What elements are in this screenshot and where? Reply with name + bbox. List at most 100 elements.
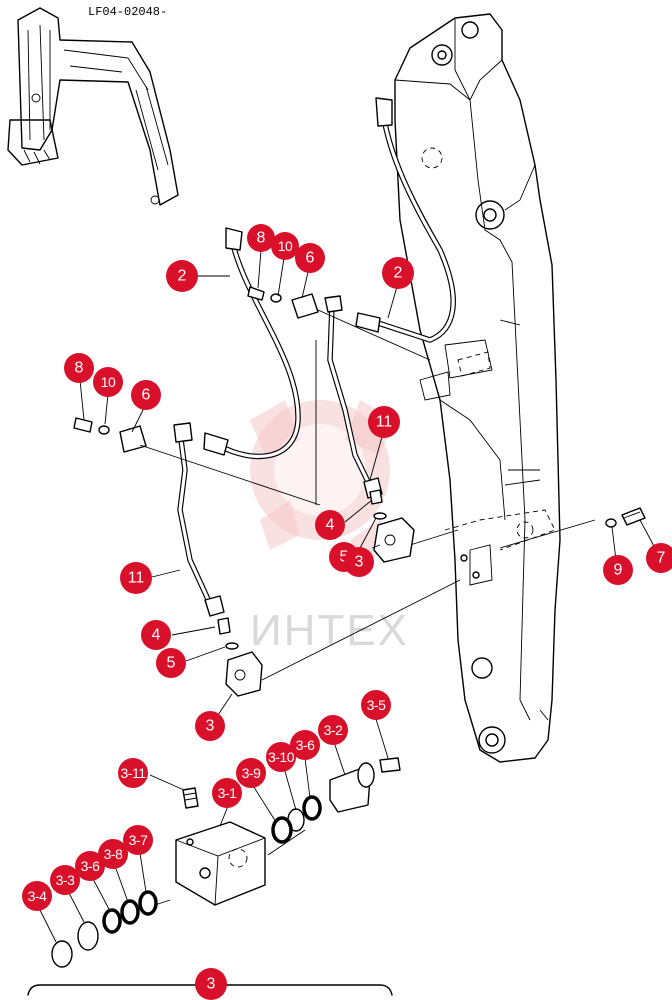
callout-3-10: 3-10 — [266, 742, 296, 772]
callout-3-8: 3-8 — [98, 839, 128, 869]
callout-leaders — [39, 249, 656, 943]
ring-3-3 — [77, 921, 99, 951]
callout-7: 7 — [646, 543, 672, 573]
callout-4-lower: 4 — [141, 620, 171, 650]
snapring-3-4 — [51, 940, 73, 968]
svg-text:3-1: 3-1 — [218, 785, 237, 801]
callout-3-lower: 3 — [195, 711, 225, 741]
callout-3-7: 3-7 — [123, 825, 153, 855]
svg-text:10: 10 — [101, 374, 116, 390]
svg-text:10: 10 — [278, 238, 293, 254]
svg-text:6: 6 — [306, 250, 315, 267]
svg-text:11: 11 — [128, 570, 145, 587]
svg-text:3-8: 3-8 — [104, 846, 123, 862]
svg-text:3: 3 — [206, 718, 215, 735]
callout-2-left: 2 — [166, 260, 198, 292]
callout-3-3: 3-3 — [50, 865, 80, 895]
pipe-11-lower — [173, 422, 225, 617]
bolt-7 — [621, 507, 646, 526]
callout-3-11: 3-11 — [118, 758, 148, 788]
callout-10-lower: 10 — [93, 367, 123, 397]
svg-text:3-6: 3-6 — [296, 737, 315, 753]
hose-2-right — [355, 97, 456, 343]
svg-text:3-9: 3-9 — [242, 765, 261, 781]
callout-3-1: 3-1 — [212, 778, 242, 808]
callout-8-upper: 8 — [247, 224, 275, 252]
callout-4-upper: 4 — [315, 510, 345, 540]
callout-2-right: 2 — [382, 257, 414, 289]
svg-text:8: 8 — [257, 230, 266, 247]
clamp-6-upper — [291, 293, 319, 319]
svg-text:11: 11 — [376, 414, 393, 431]
fitting-4-lower — [217, 617, 231, 635]
svg-text:3-6: 3-6 — [81, 858, 100, 874]
svg-text:4: 4 — [152, 627, 161, 644]
thumbnail-arm — [7, 7, 179, 206]
oring-5-lower — [225, 642, 239, 650]
callout-8-lower: 8 — [64, 353, 94, 383]
exploded-axis — [154, 829, 306, 906]
callout-3-upper: 3 — [344, 547, 374, 577]
block-3-upper — [373, 517, 415, 563]
svg-text:3-7: 3-7 — [129, 832, 148, 848]
oring-3-6-upper — [302, 795, 322, 821]
guide-line-1 — [139, 444, 321, 506]
callout-3-6-upper: 3-6 — [290, 730, 320, 760]
boom-arm — [394, 13, 596, 763]
svg-text:3-3: 3-3 — [56, 872, 75, 888]
svg-text:5: 5 — [340, 549, 349, 566]
spool-3-2 — [329, 762, 375, 813]
oring-3-9 — [271, 816, 293, 844]
svg-text:3-11: 3-11 — [121, 765, 147, 781]
guide-line-4 — [409, 529, 459, 546]
svg-text:3-2: 3-2 — [324, 722, 343, 738]
clamp-6-lower — [119, 425, 147, 453]
block-3-lower — [225, 651, 263, 697]
callout-9: 9 — [603, 555, 633, 585]
svg-text:7: 7 — [657, 550, 666, 567]
callout-6-lower: 6 — [131, 380, 161, 410]
plug-3-11 — [182, 787, 199, 809]
svg-text:3-10: 3-10 — [268, 749, 295, 765]
callout-11-upper: 11 — [368, 406, 400, 438]
svg-text:6: 6 — [142, 387, 151, 404]
svg-text:3: 3 — [355, 554, 364, 571]
callout-5-lower: 5 — [156, 648, 186, 678]
callout-11-lower: 11 — [120, 562, 152, 594]
callout-3-6-lower: 3-6 — [75, 851, 105, 881]
drawing-code: LF04-02048- — [88, 5, 167, 19]
bolt-3-5 — [379, 757, 401, 773]
oring-3-8 — [120, 899, 140, 925]
fitting-4-upper — [369, 489, 383, 505]
svg-text:3: 3 — [207, 976, 216, 993]
callout-3-bottom: 3 — [195, 968, 227, 1000]
watermark-text: ИНТЕХ — [250, 606, 409, 655]
svg-text:2: 2 — [394, 265, 403, 282]
callout-3-5: 3-5 — [361, 690, 391, 720]
bolt-8-lower — [73, 417, 93, 433]
svg-text:9: 9 — [614, 562, 623, 579]
block-3-1 — [175, 821, 266, 906]
washer-10-lower — [98, 425, 110, 435]
svg-text:4: 4 — [326, 517, 335, 534]
callout-10-upper: 10 — [271, 232, 299, 260]
guide-line-3 — [261, 579, 461, 681]
svg-text:3-4: 3-4 — [28, 888, 47, 904]
svg-text:2: 2 — [178, 268, 187, 285]
ring-3-10 — [287, 808, 305, 832]
svg-text:3-5: 3-5 — [367, 697, 386, 713]
svg-text:8: 8 — [75, 360, 84, 377]
callout-3-9: 3-9 — [236, 758, 266, 788]
callout-3-4: 3-4 — [22, 881, 52, 911]
oring-3-7 — [138, 890, 158, 916]
bolt-8-upper — [247, 286, 265, 301]
svg-text:5: 5 — [167, 655, 176, 672]
guide-line-2 — [317, 309, 431, 361]
washer-9 — [605, 518, 617, 528]
pipe-11-upper — [324, 295, 383, 499]
callout-3-2: 3-2 — [318, 715, 348, 745]
oring-3-6-lower — [102, 908, 122, 934]
oring-5-upper — [373, 512, 387, 520]
